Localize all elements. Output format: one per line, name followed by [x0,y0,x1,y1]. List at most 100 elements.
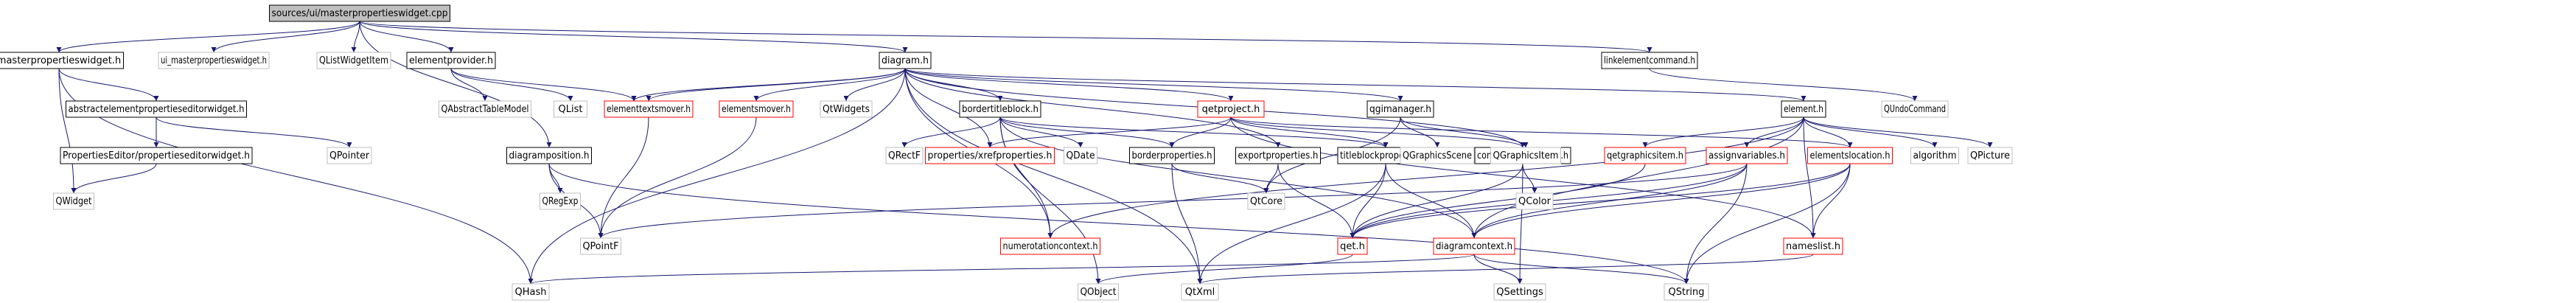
node-label: diagramcontext.h [1436,241,1512,252]
node-box [1601,52,1698,69]
node-label: QColor [1518,196,1551,207]
edge-mpw_h-to-aepw [58,68,159,102]
node-propertieseditor-propertieseditorwidget-h[interactable]: PropertiesEditor/propertieseditorwidget.… [60,147,253,164]
node-label: QList [559,104,583,115]
node-box [1247,192,1285,210]
node-label: QListWidgetItem [319,55,388,66]
node-label: elementtextsmover.h [607,104,691,115]
node-diagram-h[interactable]: diagram.h [879,52,932,69]
edge-qgetgraphicsitem-to-qet [1350,163,1646,239]
node-box [1181,283,1219,301]
node-qabstracttablemodel: QAbstractTableModel [439,100,531,118]
node-box [580,237,621,255]
edge-diagram-to-elementtextsmover [646,68,906,102]
node-diagramcontext-h[interactable]: diagramcontext.h [1433,237,1515,255]
node-bordertitleblock-h[interactable]: bordertitleblock.h [959,100,1041,118]
node-box [327,147,372,164]
node-elementslocation-h[interactable]: elementslocation.h [1807,147,1893,164]
node-label: qgimanager.h [1369,104,1431,115]
node-label: QGraphicsScene [1403,150,1472,161]
node-box [1783,237,1843,255]
node-label: QtCore [1250,196,1282,207]
node-exportproperties-h[interactable]: exportproperties.h [1235,147,1321,164]
node-box [406,52,496,69]
node-linkelementcommand-h[interactable]: linkelementcommand.h [1601,52,1698,69]
edge-conductorproperties-to-qet [1350,163,1523,239]
node-box [879,52,932,69]
node-qdate: QDate [1064,147,1097,164]
edge-exportproperties-to-qtcore [1263,163,1279,194]
node-box [1433,237,1515,255]
node-box [53,192,94,210]
edge-conductorproperties-to-qcolor [1522,163,1537,194]
edge-titleblockproperties-to-diagramcontext [1385,163,1477,239]
node-qobject: QObject [1078,283,1119,301]
edge-element-to-diagramcontext [1471,116,1804,239]
node-label: masterpropertieswidget.h [0,55,121,66]
node-masterpropertieswidget-h[interactable]: masterpropertieswidget.h [0,52,124,69]
node-assignvariables-h[interactable]: assignvariables.h [1706,147,1788,164]
node-sources-ui-masterpropertieswidget-cpp[interactable]: sources/ui/masterpropertieswidget.cpp [269,4,450,22]
node-box [1881,100,1949,118]
node-box [269,4,450,22]
node-label: QString [1668,287,1704,298]
node-box [1910,147,1959,164]
node-elementsmover-h[interactable]: elementsmover.h [719,100,794,118]
edge-diagramposition-to-qregexp [548,163,563,194]
node-label: QHash [515,287,547,298]
edge-element-to-algorithm [1803,116,1938,148]
node-qtwidgets: QtWidgets [820,100,873,118]
node-element-h[interactable]: element.h [1781,100,1826,118]
node-elementprovider-h[interactable]: elementprovider.h [406,52,496,69]
node-qetproject-h[interactable]: qetproject.h [1197,100,1265,118]
node-box [554,100,587,118]
node-label: element.h [1784,104,1823,115]
node-qgimanager-h[interactable]: qgimanager.h [1366,100,1434,118]
node-borderproperties-h[interactable]: borderproperties.h [1129,147,1215,164]
node-box [885,147,924,164]
node-numerotationcontext-h[interactable]: numerotationcontext.h [1000,237,1100,255]
node-box [719,100,794,118]
node-properties-xrefproperties-h[interactable]: properties/xrefproperties.h [925,147,1055,164]
node-qgraphicsscene: QGraphicsScene [1400,147,1475,164]
node-box [439,100,531,118]
node-box [512,283,550,301]
node-label: QPointF [583,241,619,252]
node-box [604,100,694,118]
node-nameslist-h[interactable]: nameslist.h [1783,237,1843,255]
edge-assignvariables-to-qstring [1683,163,1748,285]
edge-root-to-linkelementcommand [359,21,1652,53]
node-qsettings: QSettings [1493,283,1546,301]
edge-aepw-to-qpointer [156,116,352,148]
node-label: qet.h [1340,241,1365,252]
node-label: elementsmover.h [722,104,791,115]
node-diagramposition-h[interactable]: diagramposition.h [506,147,592,164]
node-abstractelementpropertieseditorwidget-h[interactable]: abstractelementpropertieseditorwidget.h [66,100,247,118]
node-label: QtXml [1185,287,1215,298]
node-label: QPicture [1970,150,2010,161]
node-label: bordertitleblock.h [962,104,1039,115]
edge-diagram-to-qgimanager [904,68,1403,102]
edge-bordertitleblock-to-diagramcontext [999,116,1477,239]
node-elementtextsmover-h[interactable]: elementtextsmover.h [604,100,694,118]
edge-qetproject-to-xrefproperties [987,116,1232,148]
node-label: QObject [1081,287,1117,298]
node-qpointer: QPointer [327,147,372,164]
node-label: qetgraphicsitem.h [1607,150,1683,161]
node-label: QUndoCommand [1884,104,1946,115]
edge-diagram-to-qetproject [904,68,1234,102]
node-qetgraphicsitem-h[interactable]: qetgraphicsitem.h [1604,147,1686,164]
node-qtxml: QtXml [1181,283,1219,301]
edge-elementslocation-to-qstring [1683,163,1851,285]
node-qrectf: QRectF [885,147,924,164]
node-label: qetproject.h [1202,104,1260,115]
node-label: QDate [1067,150,1095,161]
edge-root-to-diagramposition [359,21,552,148]
node-label: abstractelementpropertieseditorwidget.h [69,104,245,115]
node-box [1490,147,1561,164]
node-label: borderproperties.h [1132,150,1212,161]
node-box [1493,283,1546,301]
edge-mpw_h-to-qwidget [58,68,77,194]
node-qet-h[interactable]: qet.h [1337,237,1368,255]
